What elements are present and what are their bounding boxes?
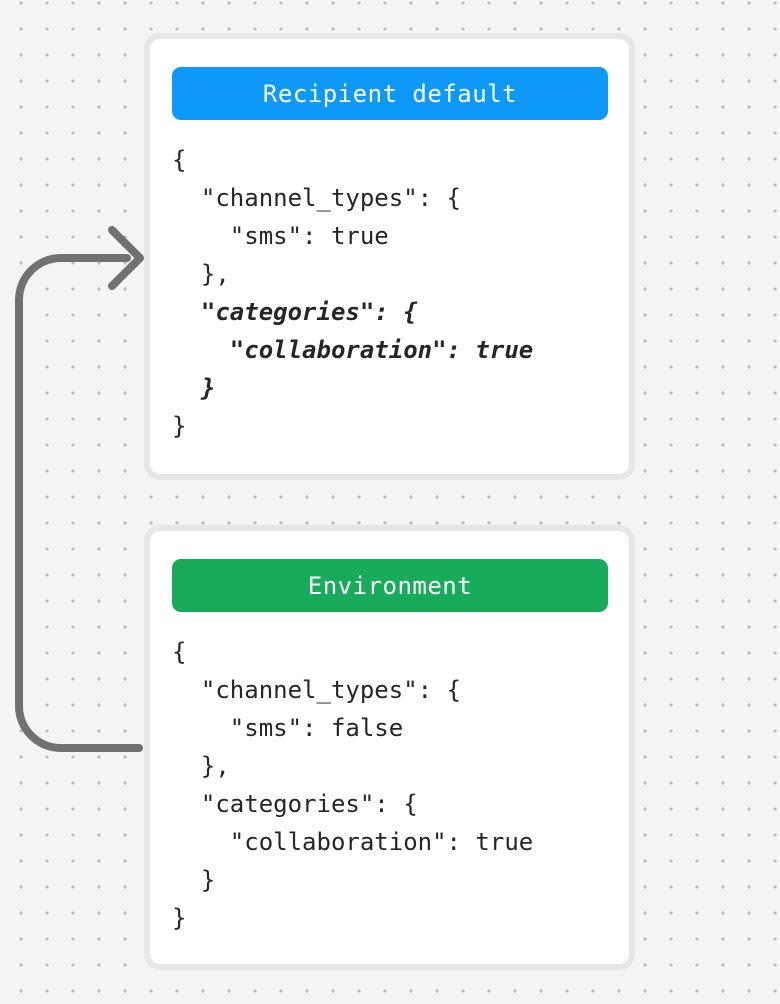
code-line: }, (172, 752, 230, 780)
recipient-default-json-block: { "channel_types": { "sms": true }, "cat… (172, 141, 619, 445)
code-line: "sms": true (172, 222, 389, 250)
environment-header-badge: Environment (172, 559, 608, 612)
code-line: "collaboration": true (172, 828, 534, 856)
recipient-default-header-badge: Recipient default (172, 67, 608, 120)
code-line: }, (172, 260, 230, 288)
code-line: } (172, 374, 216, 402)
code-line: } (172, 866, 216, 894)
connector-arrow-shaft (15, 254, 143, 752)
code-line: "channel_types": { (172, 184, 461, 212)
code-line: "categories": { (172, 790, 418, 818)
code-line: "collaboration": true (172, 336, 534, 364)
code-line: { (172, 146, 187, 174)
environment-json-block: { "channel_types": { "sms": false }, "ca… (172, 633, 619, 937)
connector-arrow-head (108, 226, 144, 290)
code-line: "sms": false (172, 714, 404, 742)
code-line: "categories": { (172, 298, 418, 326)
code-line: { (172, 638, 187, 666)
card-environment: Environment { "channel_types": { "sms": … (144, 525, 635, 970)
code-line: "channel_types": { (172, 676, 461, 704)
code-line: } (172, 412, 187, 440)
code-line: } (172, 904, 187, 932)
card-recipient-default: Recipient default { "channel_types": { "… (144, 33, 635, 480)
